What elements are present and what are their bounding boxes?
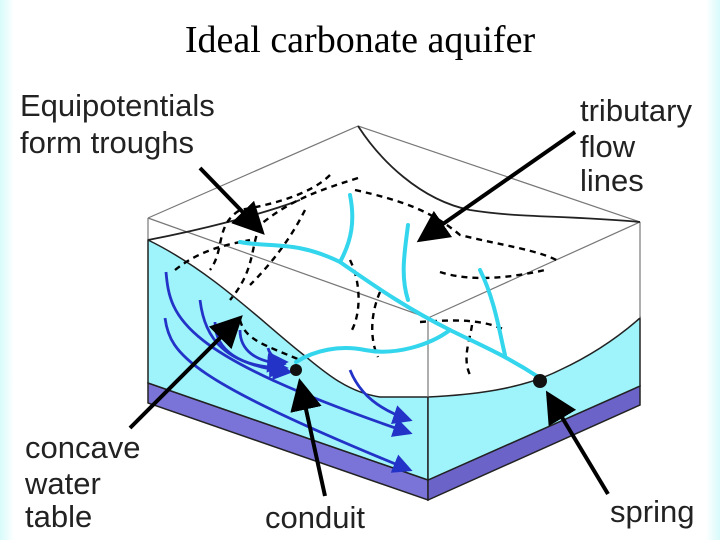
saturated-zone-side	[428, 318, 640, 480]
label-water-table-line1: concave	[25, 430, 140, 465]
conduit-point	[290, 364, 302, 376]
label-tributary-line2: flow	[580, 129, 636, 164]
label-tributary-line1: tributary	[580, 93, 692, 128]
label-equipotentials-line2: form troughs	[20, 125, 194, 160]
label-tributary-line3: lines	[580, 163, 644, 198]
label-water-table-line3: table	[25, 499, 92, 534]
label-conduit: conduit	[265, 500, 365, 535]
label-spring: spring	[610, 494, 694, 529]
label-equipotentials-line1: Equipotentials	[20, 88, 215, 123]
spring-point	[533, 374, 547, 388]
label-water-table-line2: water	[24, 466, 101, 501]
water-table-surface	[148, 126, 640, 240]
